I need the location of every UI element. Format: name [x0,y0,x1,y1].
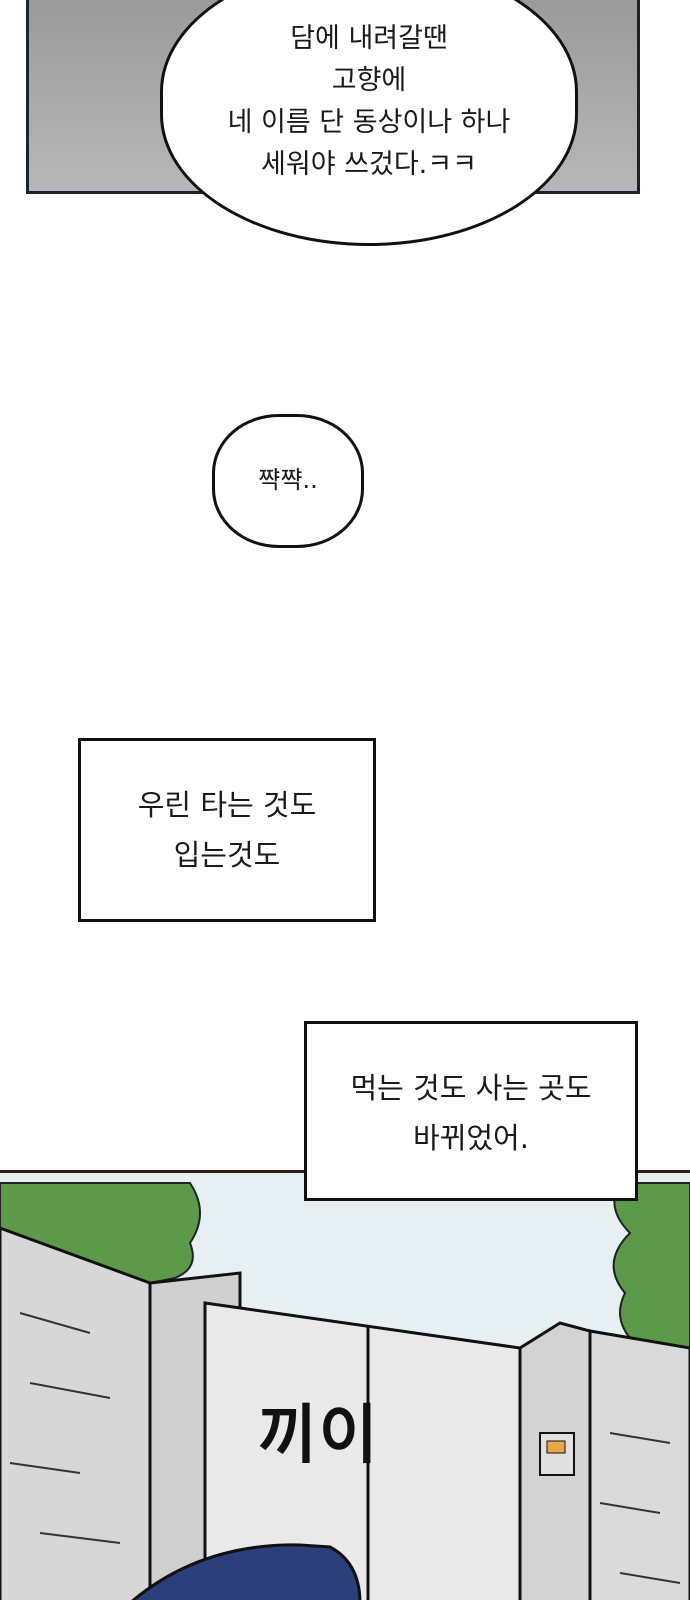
speech-bubble-top-text: 담에 내려갈땐 고향에 네 이름 단 동상이나 하나 세워야 쓰겄다.ㅋㅋ [227,23,511,180]
narration-box-2-text: 먹는 것도 사는 곳도 바뀌었어. [350,1071,592,1155]
bottom-panel-illustration [0,1170,690,1600]
wall-gate-illustration [0,1173,690,1600]
car-roof [131,1543,362,1600]
narration-box-1 [78,738,376,922]
tree-left [0,1182,201,1285]
wall-left [0,1226,152,1600]
sound-effect-text: 끼이 [258,1399,380,1473]
intercom-screen [546,1440,566,1454]
narration-box-1-text: 우린 타는 것도 입는것도 [137,788,317,872]
speech-bubble-small [212,414,364,548]
speech-bubble-top [160,0,578,246]
intercom [539,1432,575,1476]
gate [203,1301,522,1600]
speech-bubble-small-text: 쨕쨕.. [258,466,318,494]
narration-box-2 [304,1021,638,1201]
wall-right [588,1329,690,1600]
wall-texture [9,1312,681,1584]
